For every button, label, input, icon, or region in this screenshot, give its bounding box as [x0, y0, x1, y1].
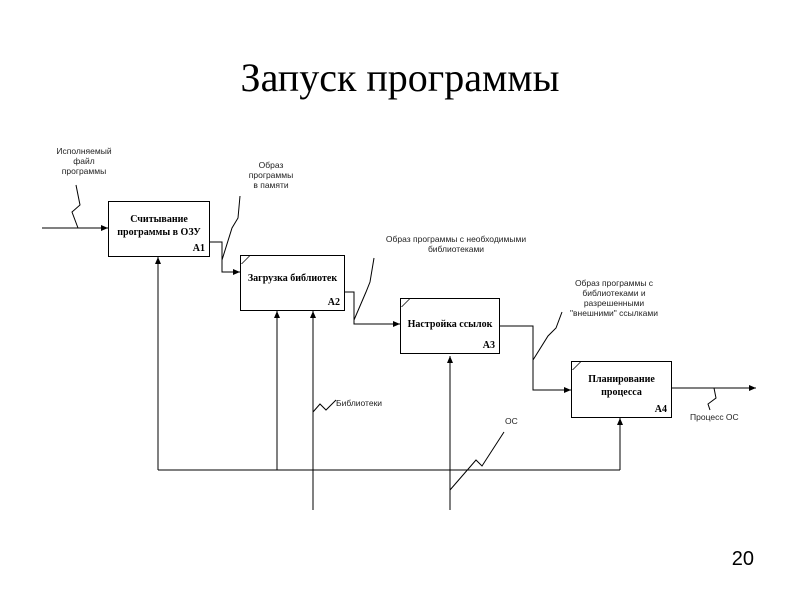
squiggle-libraries	[312, 399, 337, 413]
label-os-process: Процесс ОС	[690, 412, 739, 422]
block-a4-name-line1: Планирование	[588, 374, 655, 385]
block-a1: Считывание программы в ОЗУ A1	[108, 201, 210, 257]
block-a2-name: Загрузка библиотек	[247, 273, 338, 284]
block-a1-name-line2: программы в ОЗУ	[117, 227, 201, 238]
squiggle-a3-a4	[532, 311, 563, 361]
block-a3-code: A3	[482, 340, 495, 351]
squiggle-output	[707, 387, 717, 411]
squiggle-a1-a2	[221, 195, 241, 261]
block-a3: Настройка ссылок A3	[393, 298, 500, 354]
page-title: Запуск программы	[240, 55, 560, 100]
label-image-in-memory: Образ программы в памяти	[248, 160, 294, 190]
block-a4: Планирование процесса A4	[564, 361, 672, 418]
arrow-a1-a2	[210, 241, 240, 275]
block-a4-name-line2: процесса	[601, 387, 642, 398]
label-os: ОС	[505, 416, 518, 426]
block-a1-name-line1: Считывание	[130, 214, 188, 225]
block-a1-code: A1	[192, 243, 205, 254]
arrow-a3-a4	[500, 325, 571, 393]
arrow-a2-a3	[345, 291, 400, 327]
block-a2-code: A2	[327, 297, 340, 308]
squiggle-a2-a3	[353, 257, 375, 321]
block-a3-name: Настройка ссылок	[407, 319, 493, 330]
block-a4-code: A4	[654, 404, 667, 415]
block-a2: Загрузка библиотек A2	[233, 255, 345, 311]
label-image-with-libraries: Образ программы с необходимыми библиотек…	[385, 234, 527, 254]
squiggle-os	[449, 431, 505, 491]
label-executable-file: Исполняемый файл программы	[56, 146, 112, 176]
label-libraries: Библиотеки	[336, 398, 383, 408]
label-image-with-external-links: Образ программы с библиотеками и разреше…	[570, 278, 658, 318]
page-number: 20	[731, 548, 754, 570]
squiggle-exe	[71, 184, 81, 229]
